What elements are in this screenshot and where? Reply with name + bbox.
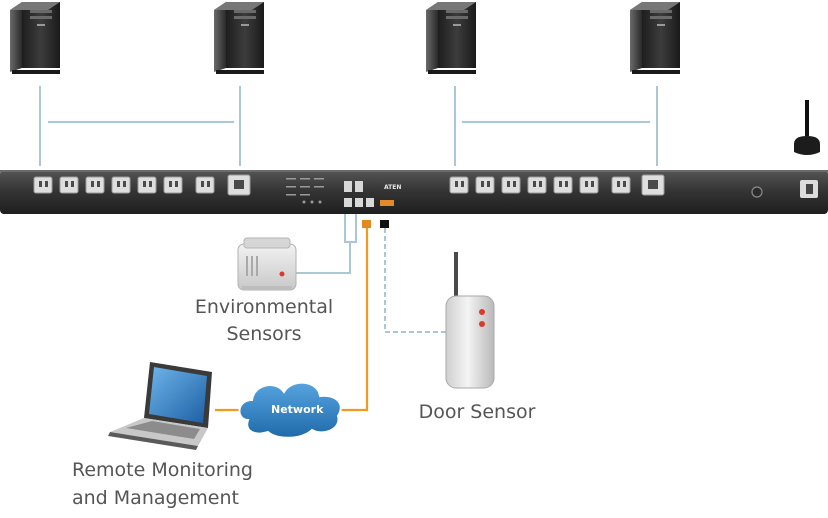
server-icon xyxy=(426,2,476,74)
environmental-sensor-icon xyxy=(237,237,297,291)
network-cloud-icon: Network xyxy=(238,381,342,439)
door-sensor-connection xyxy=(380,220,446,333)
laptop-icon xyxy=(108,362,212,450)
server-icon xyxy=(10,2,60,74)
pdu-unit: ATEN xyxy=(0,170,828,214)
remote-monitoring-label-line1: Remote Monitoring xyxy=(72,459,253,481)
environmental-sensor-connection xyxy=(296,214,357,274)
environmental-sensors-label-line1: Environmental xyxy=(195,296,333,318)
control-panel: ATEN xyxy=(286,178,401,207)
power-connection-lines xyxy=(39,86,658,166)
remote-monitoring-label-line2: and Management xyxy=(72,487,239,509)
antenna-icon xyxy=(794,100,820,155)
environmental-sensors-label-line2: Sensors xyxy=(226,323,301,345)
door-sensor-icon xyxy=(445,252,495,389)
server-icon xyxy=(630,2,680,74)
server-icon xyxy=(214,2,264,74)
brand-logo: ATEN xyxy=(384,184,401,191)
network-label: Network xyxy=(271,403,324,416)
door-sensor-label: Door Sensor xyxy=(419,401,536,423)
